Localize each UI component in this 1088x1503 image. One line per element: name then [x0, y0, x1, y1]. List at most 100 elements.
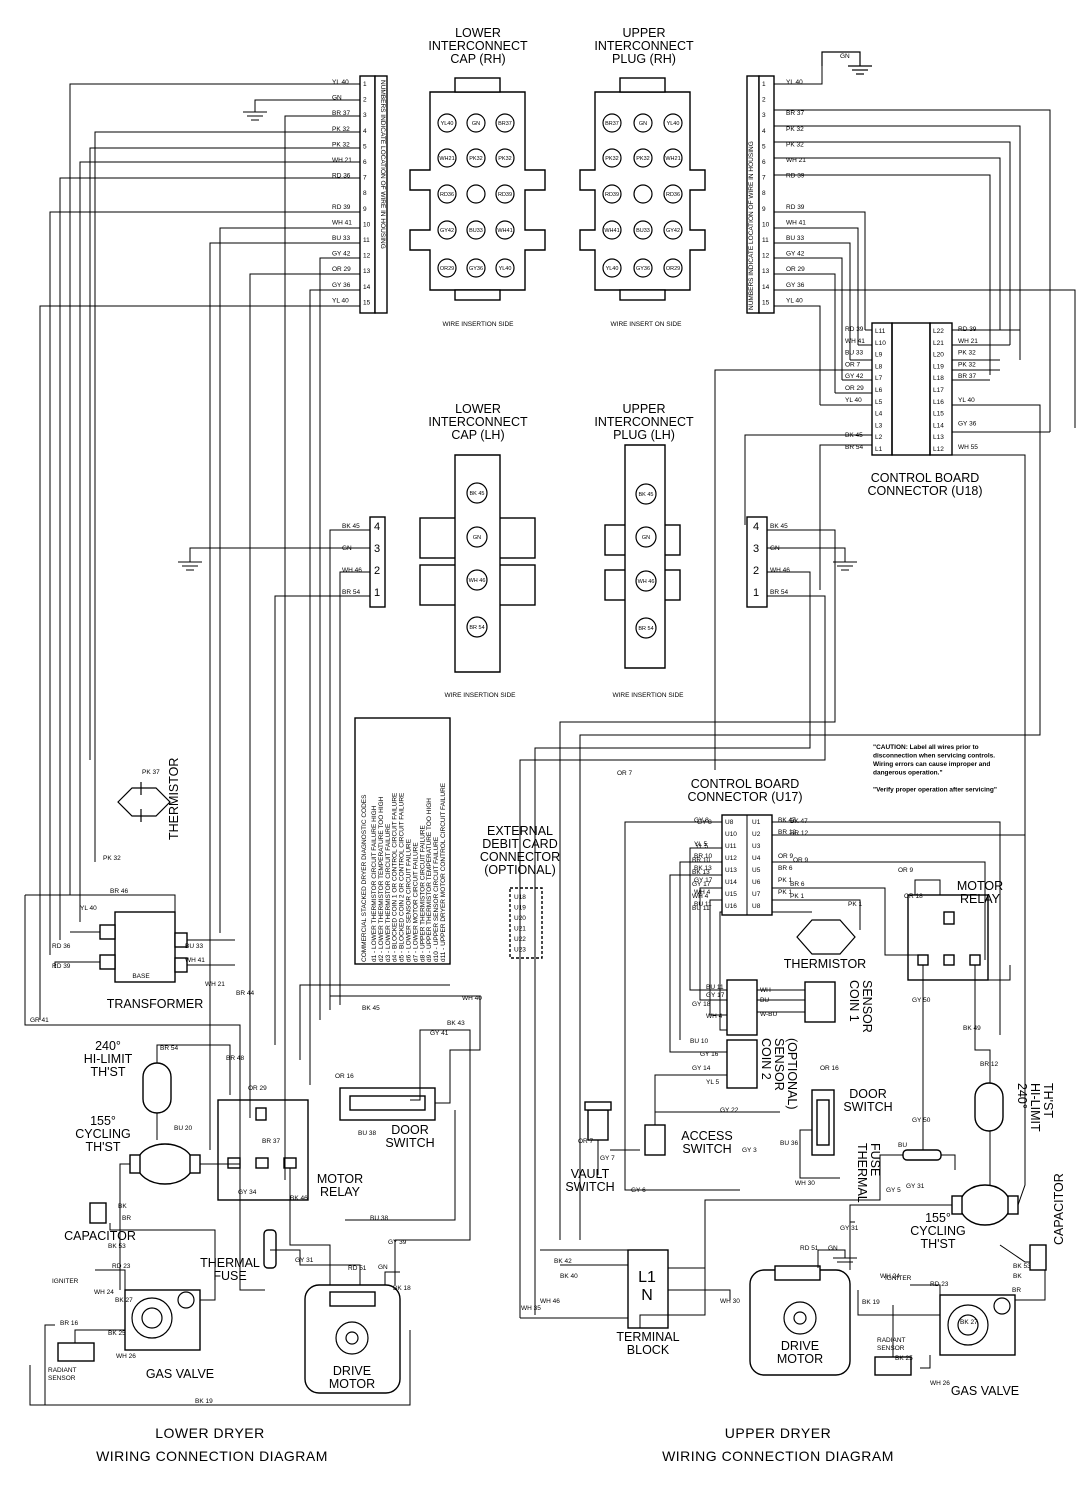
u18-pin-L4: L4 — [875, 411, 883, 418]
code-4: d5 - BLOCKED COIN 2 OR CONTROL CIRCUIT F… — [399, 792, 406, 962]
u17-right-pin-0: U1 — [752, 819, 761, 826]
u18-right-wire-6: YL 40 — [958, 397, 975, 404]
upper-rh-pin-6: 6 — [762, 159, 766, 166]
upper-thermal-fuse-1: THERMAL — [855, 1143, 869, 1203]
upper-rh-pin-2: 2 — [762, 97, 766, 104]
lower-rh-pin-10: 10 — [363, 221, 371, 228]
caution-line-3: dangerous operation." — [873, 770, 943, 777]
upper-motor-relay-1: MOTOR — [957, 879, 1003, 893]
lower-drive-motor-1: DRIVE — [333, 1364, 371, 1378]
upper-rh-housing: NUMBERS INDICATE LOCATION OF WIRE IN HOU… — [746, 75, 775, 314]
lower-drive-motor: DRIVE MOTOR — [304, 1284, 401, 1394]
coin2-label-2: SENSOR — [772, 1038, 786, 1091]
upper-hilimit-1: 240° — [1015, 1083, 1029, 1109]
lower-rh-pin-13: 13 — [363, 268, 371, 275]
upper-rh-wire-1: YL 40 — [786, 79, 803, 86]
lower-door-switch-2: SWITCH — [385, 1136, 434, 1150]
lower-hilimit-1: 240° — [95, 1039, 121, 1053]
u17-left-pin-3: U12 — [725, 855, 737, 862]
u17-left-wire-7: BU 11 — [694, 901, 712, 908]
lower-radiant-sensor: RADIANT SENSOR — [48, 1342, 95, 1382]
transformer: BASE TRANSFORMER — [99, 911, 203, 1011]
lower-wire-tag-28: GN — [378, 1264, 388, 1271]
upper-wire-tag-53: BK 19 — [862, 1299, 880, 1306]
lower-wire-tag-6: BU 33 — [185, 943, 203, 950]
u17-right-pin-7: U8 — [752, 903, 761, 910]
lower-rh-pin-1: 1 — [363, 81, 367, 88]
upper-door-switch-2: SWITCH — [843, 1100, 892, 1114]
lower-cycling-3: TH'ST — [85, 1140, 120, 1154]
lower-capacitor: CAPACITOR — [64, 1202, 136, 1243]
lower-housing-note: NUMBERS INDICATE LOCATION OF WIRE IN HOU… — [379, 80, 386, 249]
lower-wire-tag-29: BK 18 — [393, 1285, 411, 1292]
upper-rh-wire-10: WH 41 — [786, 219, 806, 226]
upper-wire-tag-27: GY 50 — [912, 997, 931, 1004]
upper-capacitor: CAPACITOR — [1029, 1173, 1066, 1271]
code-1: d2 - LOWER THERMISTOR TEMPERATURE TOO HI… — [378, 796, 385, 962]
upper-wire-tag-50: BK 53 — [1013, 1263, 1031, 1270]
u17-right-wire-3: OR 9 — [778, 853, 794, 860]
upper-rh-pin-12: 12 — [762, 253, 770, 260]
upper-gas-valve: GAS VALVE IGNITER — [885, 1275, 1019, 1398]
u17-left-wire-2: YL 5 — [694, 841, 708, 848]
lower-cap-rh-line3: CAP (RH) — [450, 52, 505, 66]
lower-door-switch-1: DOOR — [391, 1123, 429, 1137]
upper-hilimit-2: HI-LIMIT — [1028, 1083, 1042, 1132]
lower-lh-wire-2: WH 46 — [342, 567, 362, 574]
pcav-wh21: WH21 — [665, 156, 680, 162]
upper-plug-lh-connector: BK 45 GN WH 46 BR 54 WIRE INSERTION SIDE — [604, 444, 684, 699]
upper-wire-tag-18: GY 18 — [692, 1001, 711, 1008]
access-switch-2: SWITCH — [682, 1142, 731, 1156]
lower-wire-tag-26: GY 39 — [388, 1239, 407, 1246]
lower-lh-pin-2: 2 — [374, 565, 380, 577]
upper-rh-pin-8: 8 — [762, 190, 766, 197]
upper-cycling-1: 155° — [925, 1211, 951, 1225]
lower-wire-tag-39: BK — [118, 1203, 127, 1210]
pcav-or29: OR29 — [666, 266, 680, 272]
caution-line-0: "CAUTION: Label all wires prior to — [873, 744, 979, 751]
code-2: d3 - LOWER THERMISTOR CIRCUIT FAILURE — [385, 823, 392, 962]
upper-rh-pin-7: 7 — [762, 175, 766, 182]
u18-pin-L16: L16 — [933, 399, 944, 406]
upper-plug-rh-line3: PLUG (RH) — [612, 52, 676, 66]
u18-left-wire-0: RD 39 — [845, 326, 864, 333]
lower-rh-pin-9: 9 — [363, 206, 367, 213]
upper-capacitor-label: CAPACITOR — [1052, 1173, 1066, 1245]
ext-pin-U21: U21 — [514, 926, 526, 933]
pcav-rd36: RD36 — [666, 192, 680, 198]
code-10: d11 - UPPER DRYER MOTOR CONTROL CIRCUIT … — [440, 782, 447, 962]
upper-lh-wire-3: BR 54 — [770, 589, 788, 596]
lower-wire-tag-27: RD 51 — [348, 1265, 367, 1272]
codes-title: COMMERCIAL STACKED DRYER DIAGNOSTIC CODE… — [361, 794, 368, 962]
upper-wire-tag-26: YL 5 — [706, 1079, 720, 1086]
lower-wire-tag-24: BU 38 — [370, 1215, 388, 1222]
u17-right-wire-1: BR 12 — [778, 829, 796, 836]
u18-right-wire-4: BR 37 — [958, 373, 976, 380]
upper-plug-rh-line1: UPPER — [622, 26, 665, 40]
lower-wire-tag-13: GY 41 — [430, 1030, 449, 1037]
lower-wire-tag-32: WH 24 — [94, 1289, 114, 1296]
lower-rh-wire-7: RD 36 — [332, 173, 351, 180]
terminal-block: L1 N TERMINAL BLOCK — [616, 1249, 680, 1357]
upper-title-2: WIRING CONNECTION DIAGRAM — [662, 1448, 894, 1464]
u17-right-wire-6: PK 1 — [778, 889, 792, 896]
upper-wire-tag-23: BU 10 — [690, 1038, 708, 1045]
lower-rh-pin-5: 5 — [363, 143, 367, 150]
upper-wire-tag-21: BU — [760, 997, 769, 1004]
lower-title-2: WIRING CONNECTION DIAGRAM — [96, 1448, 328, 1464]
lower-wire-tag-15: BR 54 — [160, 1045, 178, 1052]
diagnostic-codes-box: COMMERCIAL STACKED DRYER DIAGNOSTIC CODE… — [354, 717, 451, 965]
upper-rh-pin-3: 3 — [762, 112, 766, 119]
u17-left-pin-7: U16 — [725, 903, 737, 910]
pcav-yl40b: YL40 — [606, 266, 619, 272]
terminal-block-2: BLOCK — [627, 1343, 670, 1357]
code-3: d4 - BLOCKED COIN 1 OR CONTROL CIRCUIT F… — [392, 792, 399, 962]
control-board-connector-u18: CONTROL BOARD CONNECTOR (U18) — [867, 322, 983, 498]
upper-wire-tag-15: OR 18 — [904, 893, 923, 900]
lower-lh-housing — [369, 516, 386, 608]
lower-drive-motor-2: MOTOR — [329, 1377, 375, 1391]
upper-wire-tag-20: WH — [760, 987, 771, 994]
lower-cap-lh-line1: LOWER — [455, 402, 501, 416]
pcav-gy42: GY42 — [666, 228, 680, 234]
